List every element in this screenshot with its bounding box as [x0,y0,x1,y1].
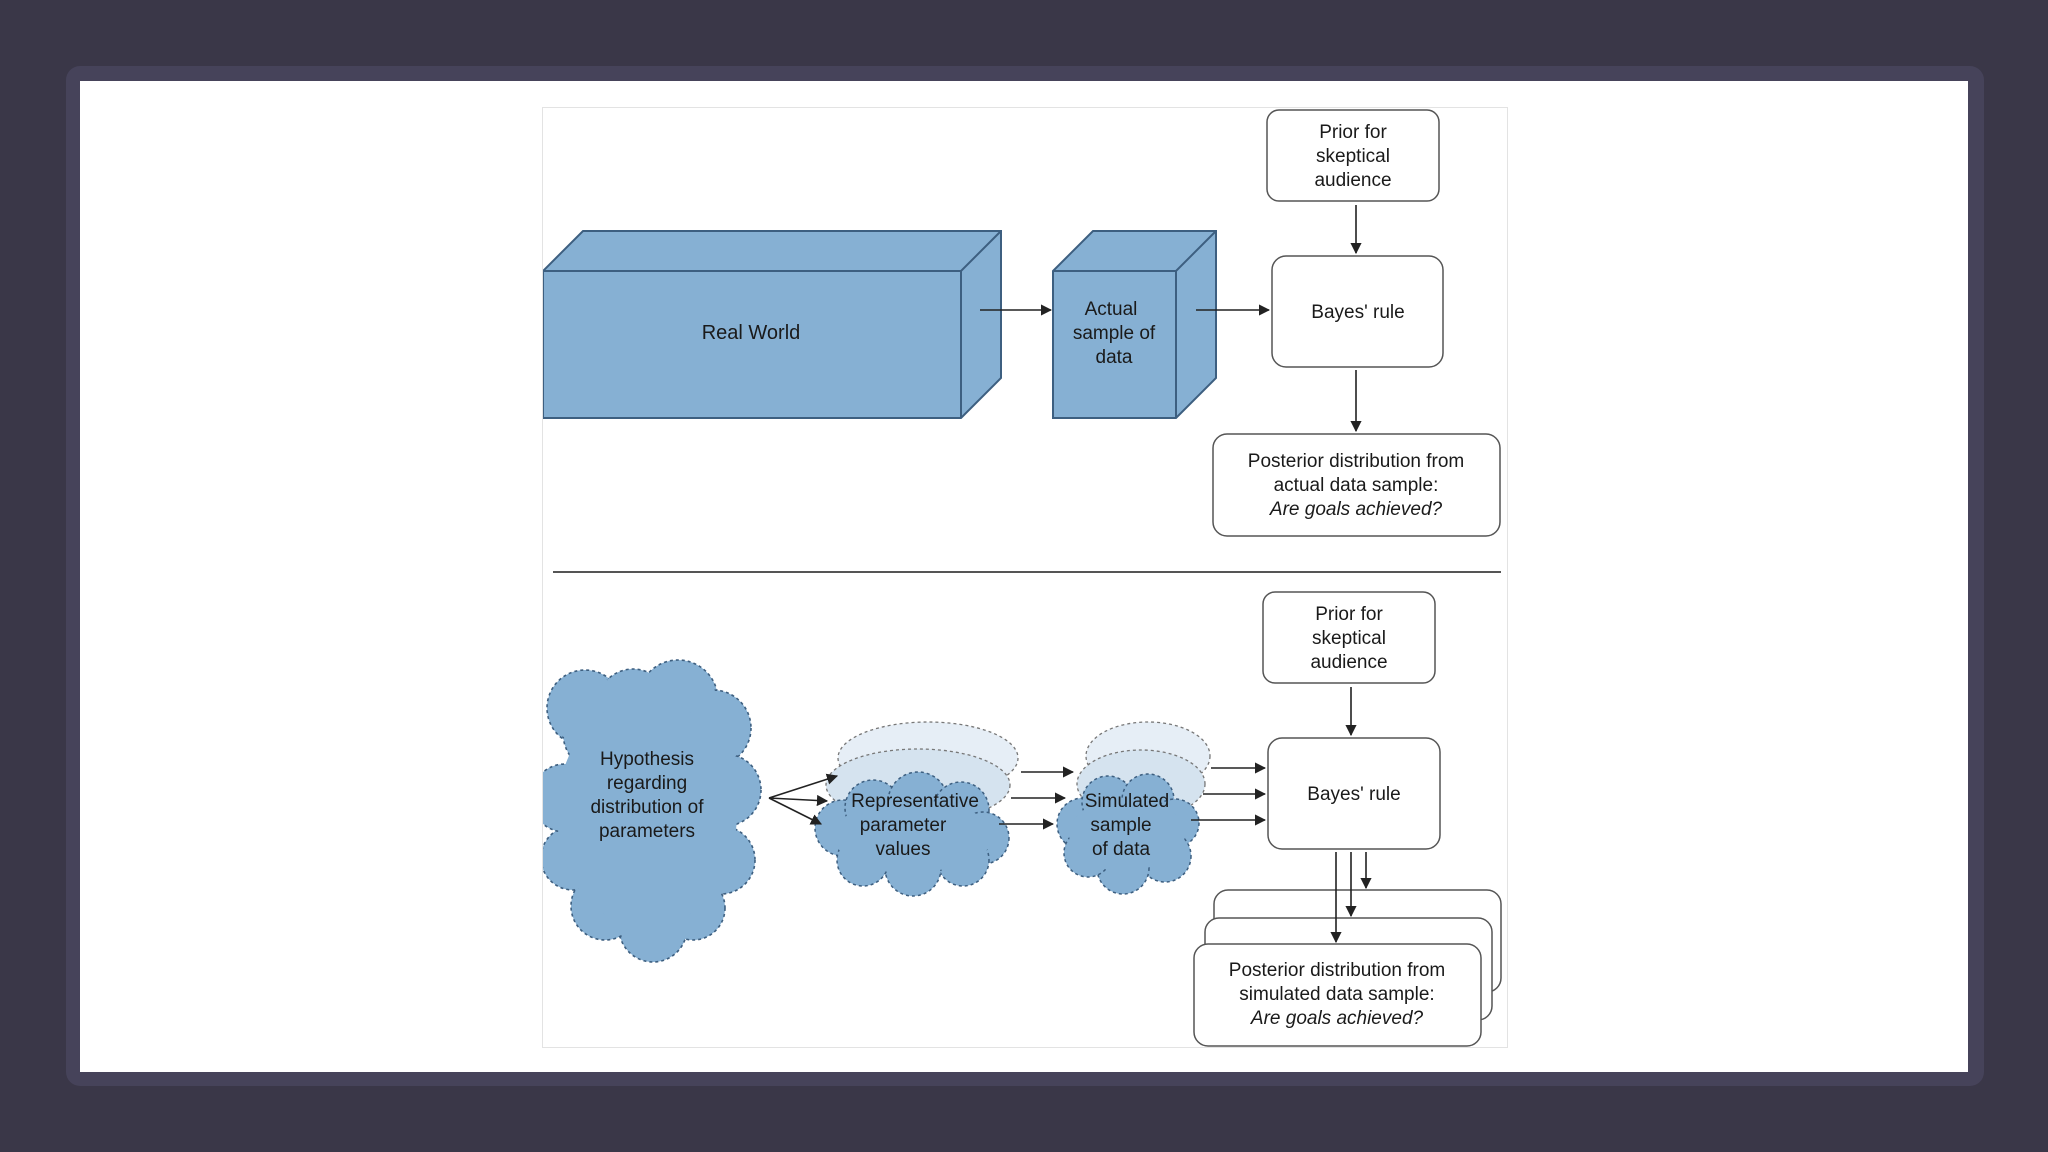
bottom-arrows [768,687,1372,944]
representative-line-2: parameter [860,815,947,836]
posterior-top-line-1: Posterior distribution from [1248,451,1464,472]
posterior-top-question: Are goals achieved? [1269,499,1443,520]
bayes-box-bottom: Bayes' rule [1267,737,1441,850]
posterior-stack-bottom: Posterior distribution from simulated da… [1193,889,1502,1047]
actual-sample-block: Actual sample of data [1052,230,1217,419]
simulated-line-2: sample [1090,815,1151,836]
bayes-bottom-label: Bayes' rule [1307,784,1400,805]
diagram-figure: Real World Actual sample of data Prior f… [530,107,1508,1048]
posterior-bottom-line-2: simulated data sample: [1239,984,1434,1005]
hypothesis-line-1: Hypothesis [600,749,694,770]
posterior-bottom-question: Are goals achieved? [1250,1008,1424,1029]
arrow-hyp-to-rep-1 [768,773,839,799]
prior-bottom-line-2: skeptical [1312,628,1386,649]
simulated-cloud-stack: Simulated sample of data [1056,721,1211,895]
real-world-block: Real World [542,230,1002,419]
actual-sample-line-2: sample of [1073,323,1156,344]
actual-sample-line-3: data [1096,347,1133,368]
simulated-line-1: Simulated [1085,791,1170,812]
prior-box-top: Prior for skeptical audience [1266,109,1440,202]
prior-bottom-line-1: Prior for [1315,604,1383,625]
actual-sample-line-1: Actual [1085,299,1138,320]
bayes-box-top: Bayes' rule [1271,255,1444,368]
representative-line-3: values [876,839,931,860]
arrow-hyp-to-rep-2 [768,794,829,807]
arrow-hyp-to-rep-3 [768,797,823,825]
prior-top-line-2: skeptical [1316,146,1390,167]
prior-top-line-3: audience [1314,170,1391,191]
posterior-top-line-2: actual data sample: [1274,475,1439,496]
posterior-box-top: Posterior distribution from actual data … [1212,433,1501,537]
prior-box-bottom: Prior for skeptical audience [1262,591,1436,684]
hypothesis-line-3: distribution of [590,797,704,818]
hypothesis-line-4: parameters [599,821,695,842]
simulated-line-3: of data [1092,839,1151,860]
posterior-bottom-line-1: Posterior distribution from [1229,960,1445,981]
prior-top-line-1: Prior for [1319,122,1387,143]
representative-line-1: Representative [851,791,979,812]
diagram-canvas: Real World Actual sample of data Prior f… [530,109,1502,1047]
hypothesis-line-2: regarding [607,773,687,794]
hypothesis-cloud: Hypothesis regarding distribution of par… [530,659,762,963]
prior-bottom-line-3: audience [1310,652,1387,673]
real-world-label: Real World [702,322,801,344]
representative-cloud-stack: Representative parameter values [814,721,1019,897]
bayes-top-label: Bayes' rule [1311,302,1404,323]
